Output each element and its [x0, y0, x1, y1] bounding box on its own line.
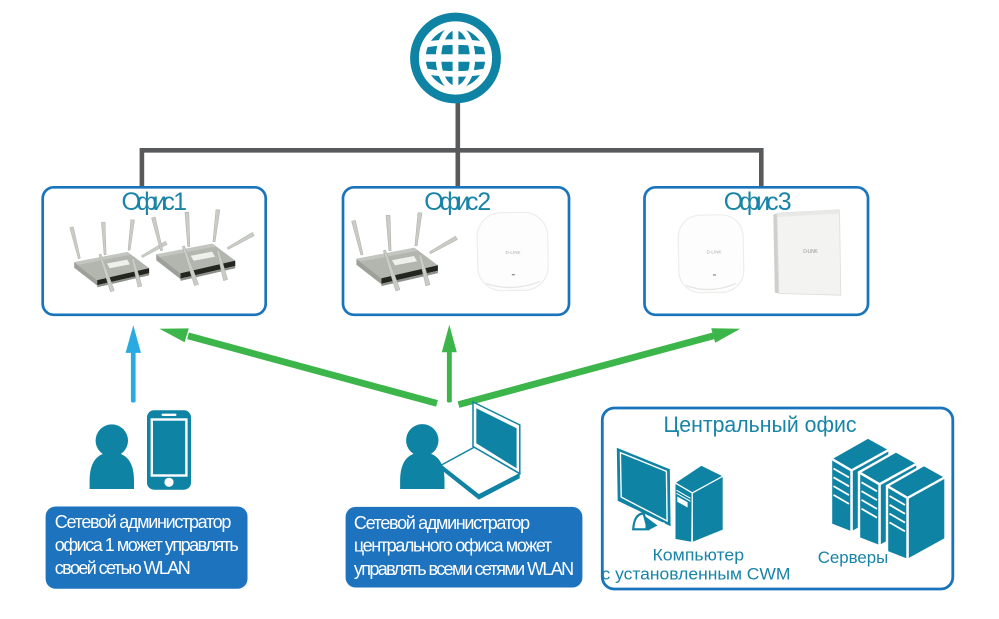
svg-text:Сетевой администратор: Сетевой администратор: [55, 512, 232, 532]
svg-text:своей сетью WLAN: своей сетью WLAN: [55, 558, 191, 578]
svg-text:с установленным CWM: с установленным CWM: [602, 565, 791, 584]
svg-text:Центральный офис: Центральный офис: [664, 412, 857, 437]
svg-text:Серверы: Серверы: [818, 548, 889, 567]
svg-text:Сетевой администратор: Сетевой администратор: [354, 513, 530, 533]
svg-text:D-LINK: D-LINK: [707, 250, 722, 255]
svg-text:офиса 1 может управлять: офиса 1 может управлять: [55, 535, 239, 555]
svg-text:D-LINK: D-LINK: [506, 250, 521, 255]
svg-text:D-LINK: D-LINK: [803, 249, 818, 255]
svg-text:Офис 3: Офис 3: [724, 188, 792, 216]
svg-text:Офис 2: Офис 2: [424, 188, 491, 216]
svg-text:центрального офиса может: центрального офиса может: [354, 536, 552, 556]
svg-text:Компьютер: Компьютер: [653, 546, 745, 565]
svg-text:Офис 1: Офис 1: [122, 188, 188, 216]
svg-text:управлять всеми сетями WLAN: управлять всеми сетями WLAN: [354, 559, 574, 579]
